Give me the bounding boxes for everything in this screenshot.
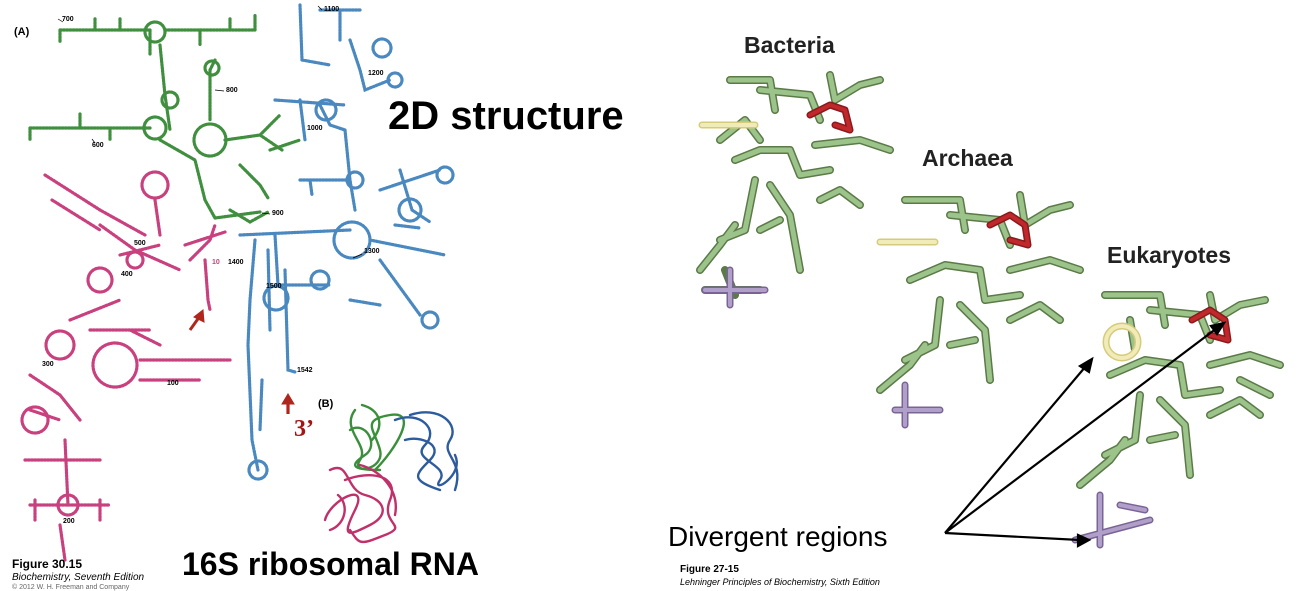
eukaryotes-label: Eukaryotes — [1107, 242, 1232, 268]
position-label: 10 — [212, 259, 220, 266]
rrna-subtitle: 16S ribosomal RNA — [182, 546, 479, 582]
three-d-structure-model — [323, 403, 459, 544]
arrows-three-prime — [188, 309, 295, 414]
bacteria-label: Bacteria — [744, 32, 835, 58]
bacteria-rrna-silhouette — [696, 71, 894, 309]
panel-b-label: (B) — [318, 398, 334, 410]
position-label: 900 — [272, 210, 284, 217]
three-prime-domain-blue — [238, 3, 455, 481]
figure-copyright: © 2012 W. H. Freeman and Company — [12, 584, 130, 591]
divergent-regions-label: Divergent regions — [668, 521, 888, 552]
position-tick-marks — [57, 5, 363, 259]
position-label: 700 — [62, 16, 74, 23]
position-label: 1400 — [228, 259, 244, 266]
figure-source-right: Lehninger Principles of Biochemistry, Si… — [680, 577, 880, 587]
position-label: 500 — [134, 240, 146, 247]
figure-number: Figure 30.15 — [12, 557, 83, 571]
position-label: 600 — [92, 142, 104, 149]
central-domain-green — [28, 13, 302, 224]
position-label: 800 — [226, 87, 238, 94]
position-label: 200 — [63, 518, 75, 525]
position-label: 100 — [167, 380, 179, 387]
structure-title: 2D structure — [388, 94, 624, 138]
position-label: 1000 — [307, 125, 323, 132]
archaea-rrna-silhouette — [876, 191, 1084, 429]
panel-a-label: (A) — [14, 26, 30, 38]
position-label: 300 — [42, 361, 54, 368]
position-label: 1542 — [297, 367, 313, 374]
position-label: 1100 — [324, 6, 340, 13]
five-prime-domain-pink — [20, 170, 232, 562]
figure-number-right: Figure 27-15 — [680, 564, 739, 575]
position-label: 1200 — [368, 70, 384, 77]
position-label: 1500 — [266, 283, 282, 290]
eukaryotes-rrna-silhouette — [1071, 291, 1284, 549]
archaea-label: Archaea — [922, 145, 1013, 171]
figure-source: Biochemistry, Seventh Edition — [12, 572, 145, 583]
position-label: 1300 — [364, 248, 380, 255]
three-prime-end-label: 3’ — [294, 416, 314, 442]
position-label: 400 — [121, 271, 133, 278]
divergent-region-arrows — [944, 321, 1227, 548]
